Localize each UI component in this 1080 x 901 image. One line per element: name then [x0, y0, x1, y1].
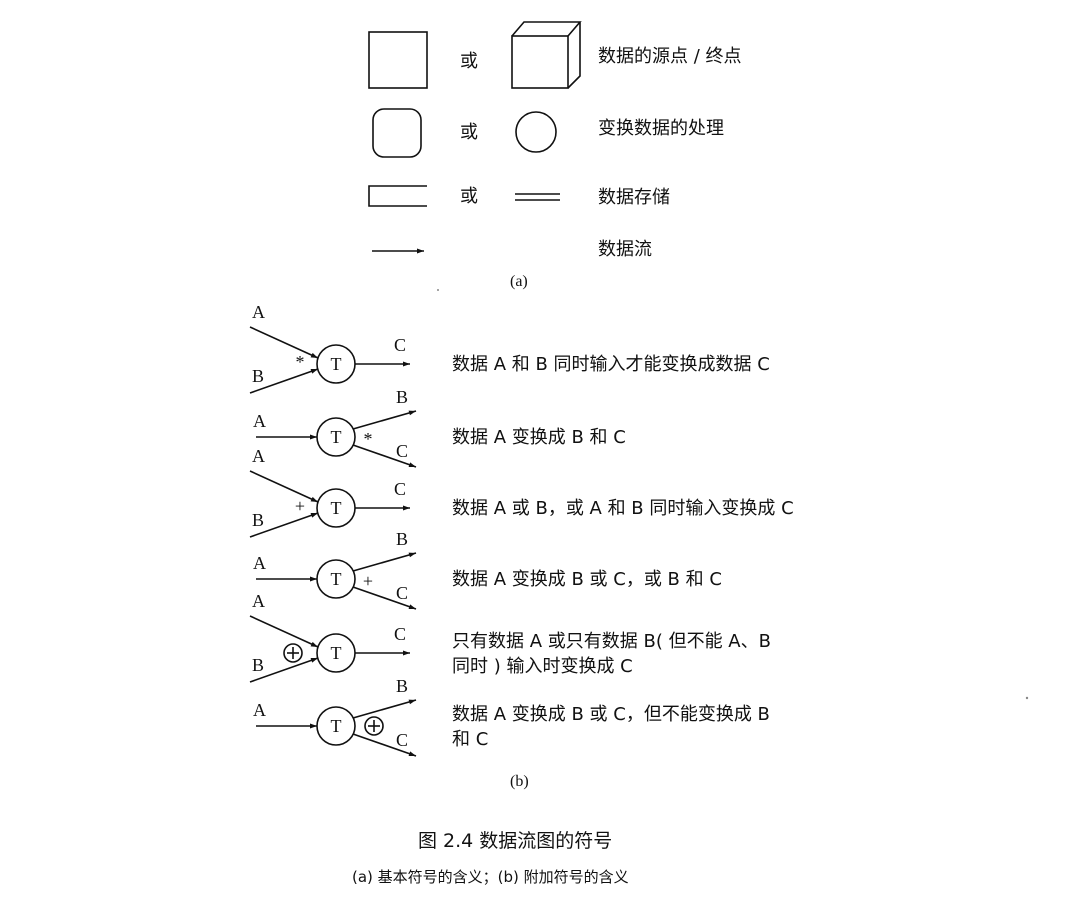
- pattern-description: 数据 A 变换成 B 或 C，但不能变换成 B: [452, 704, 770, 725]
- pattern-row: T A B C + 数据 A 变换成 B 或 C，或 B 和 C: [253, 529, 722, 610]
- output-label: C: [394, 479, 406, 499]
- output-flow-b-arrow: [352, 552, 417, 572]
- input-label: A: [253, 411, 266, 431]
- data-store-double-line-symbol: [515, 193, 560, 201]
- transform-label: T: [331, 716, 342, 736]
- figure-subtitle: (a) 基本符号的含义；(b) 附加符号的含义: [352, 868, 629, 886]
- exclusive-or-operator-icon: [364, 716, 384, 736]
- output-label: B: [396, 529, 408, 549]
- pattern-row: T A B C * 数据 A 变换成 B 和 C: [253, 387, 626, 468]
- transform-label: T: [331, 643, 342, 663]
- input-label: A: [252, 302, 265, 322]
- input-flow-b-arrow: [249, 657, 319, 683]
- process-rounded-rect-symbol: [372, 108, 422, 158]
- input-flow-a-arrow: [249, 470, 319, 503]
- input-label: B: [252, 366, 264, 386]
- input-label: B: [252, 655, 264, 675]
- exclusive-or-operator-icon: [283, 643, 303, 663]
- pattern-description: 数据 A 变换成 B 或 C，或 B 和 C: [452, 569, 722, 590]
- transform-label: T: [331, 498, 342, 518]
- or-label: 或: [460, 122, 478, 143]
- legend-row-data-flow: 数据流: [372, 239, 652, 260]
- input-label: A: [253, 700, 266, 720]
- input-flow-b-arrow: [249, 368, 319, 394]
- output-flow-c-arrow: [352, 733, 417, 757]
- transform-label: T: [331, 427, 342, 447]
- output-label: B: [396, 676, 408, 696]
- pattern-row: T A B C + 数据 A 或 B，或 A 和 B 同时输入变换成 C: [249, 446, 794, 538]
- output-label: C: [396, 441, 408, 461]
- legend-row-data-store: 或 数据存储: [368, 185, 670, 208]
- patterns-section: T A B C * 数据 A 和 B 同时输入才能变换成数据 C T A B C * 数据 A 变换成…: [249, 302, 794, 757]
- transform-label: T: [331, 569, 342, 589]
- output-label: C: [396, 583, 408, 603]
- exclusive-or-ring: [364, 716, 384, 736]
- exclusive-or-ring: [283, 643, 303, 663]
- pattern-description: 数据 A 和 B 同时输入才能变换成数据 C: [452, 354, 770, 375]
- source-sink-square-symbol: [368, 31, 428, 89]
- and-operator-label: *: [364, 429, 373, 449]
- figure-title: 图 2.4 数据流图的符号: [418, 830, 612, 852]
- transform-label: T: [331, 354, 342, 374]
- output-flow-c-arrow: [352, 586, 417, 610]
- pattern-row: T A B C * 数据 A 和 B 同时输入才能变换成数据 C: [249, 302, 770, 394]
- legend-description: 数据存储: [598, 187, 670, 208]
- pattern-row: T A B C 数据 A 变换成 B 或 C，但不能变换成 B 和 C: [253, 676, 770, 757]
- input-label: A: [253, 553, 266, 573]
- output-flow-b-arrow: [352, 699, 417, 719]
- output-label: C: [396, 730, 408, 750]
- legend-description: 数据的源点 / 终点: [598, 46, 742, 67]
- pattern-description: 数据 A 变换成 B 和 C: [452, 427, 626, 448]
- scan-speck: [1025, 696, 1029, 700]
- input-flow-a-arrow: [249, 615, 319, 648]
- output-flow-c-arrow: [352, 444, 417, 468]
- input-flow-b-arrow: [249, 512, 319, 538]
- output-label: B: [396, 387, 408, 407]
- or-label: 或: [460, 186, 478, 207]
- data-store-open-rect-symbol: [368, 185, 427, 207]
- scan-speck: [437, 289, 439, 291]
- and-operator-label: *: [296, 352, 305, 372]
- process-circle-symbol: [515, 111, 557, 153]
- output-label: C: [394, 624, 406, 644]
- input-label: A: [252, 591, 265, 611]
- input-label: B: [252, 510, 264, 530]
- pattern-description: 数据 A 或 B，或 A 和 B 同时输入变换成 C: [452, 498, 794, 519]
- legend-row-process: 或 变换数据的处理: [372, 108, 724, 158]
- sublabel-b: (b): [510, 773, 529, 790]
- output-label: C: [394, 335, 406, 355]
- or-label: 或: [460, 51, 478, 72]
- legend-description: 变换数据的处理: [598, 118, 724, 139]
- sublabel-a: (a): [510, 273, 528, 290]
- source-sink-box-3d-symbol: [511, 21, 582, 89]
- legend-description: 数据流: [598, 239, 652, 260]
- legend-row-source-sink: 或 数据的源点 / 终点: [368, 21, 742, 89]
- legend-section: 或 数据的源点 / 终点 或 变换数据的处理 或 数据存储: [368, 21, 742, 290]
- pattern-row: T A B C 只有数据 A 或只有数据 B( 但不能 A、B 同时 ) 输入时变换成 C: [249, 591, 771, 683]
- input-flow-a-arrow: [249, 326, 319, 359]
- or-operator-label: +: [295, 496, 305, 516]
- output-flow-b-arrow: [352, 410, 417, 430]
- or-operator-label: +: [363, 571, 373, 591]
- pattern-description: 和 C: [452, 729, 488, 750]
- pattern-description: 只有数据 A 或只有数据 B( 但不能 A、B: [452, 631, 771, 652]
- pattern-description: 同时 ) 输入时变换成 C: [452, 656, 633, 677]
- input-label: A: [252, 446, 265, 466]
